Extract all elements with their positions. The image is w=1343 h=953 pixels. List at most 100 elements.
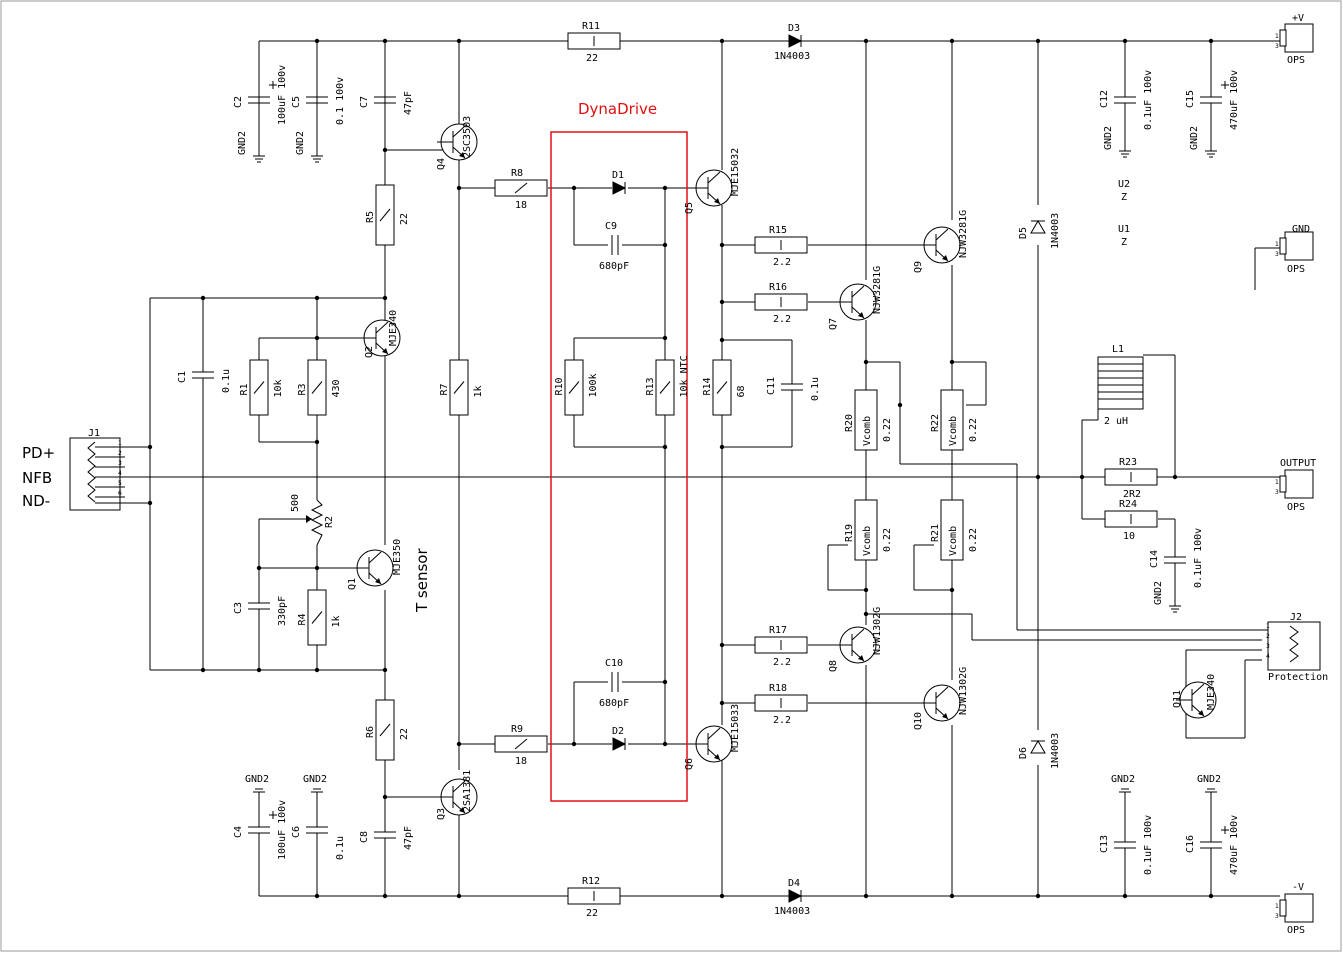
mv-ops: OPS <box>1287 925 1305 936</box>
connector-mv: 13 -V OPS <box>1255 882 1314 936</box>
ref-r6: R6 <box>365 726 376 738</box>
ref-d4: D4 <box>788 878 800 889</box>
ref-q1: Q1 <box>347 578 358 590</box>
extra-r20: Vcomb <box>862 416 873 446</box>
value-c15: 470uF 100v <box>1229 70 1240 130</box>
ref-c7: C7 <box>359 96 370 108</box>
svg-text:3: 3 <box>1266 643 1270 650</box>
ref-r7: R7 <box>439 383 450 395</box>
value-r24: 10 <box>1123 531 1135 542</box>
value-c7: 47pF <box>403 91 414 115</box>
value-r14: 68 <box>736 385 747 397</box>
junction-dots <box>147 38 1214 899</box>
value-c10: 680pF <box>599 698 629 709</box>
value-r1: 10k <box>273 379 284 397</box>
ref-r19: R19 <box>844 524 855 542</box>
gnd-c4: GND2 <box>245 774 269 785</box>
ref-q7: Q7 <box>828 318 839 330</box>
value-r8: 18 <box>515 200 527 211</box>
output-label: OUTPUT <box>1280 458 1316 469</box>
ref-d1: D1 <box>612 170 624 181</box>
value-q11: MJE340 <box>1206 674 1217 710</box>
value-r21: 0.22 <box>968 528 979 552</box>
gnd-c16: GND2 <box>1197 774 1221 785</box>
component-d2: D2 <box>612 726 627 751</box>
value-c6: 0.1u <box>335 836 346 860</box>
component-d1: D1 <box>612 170 627 195</box>
ref-r5: R5 <box>365 211 376 223</box>
value-r13: 10k NTC <box>679 355 690 397</box>
value-d5: 1N4003 <box>1050 213 1061 249</box>
ref-r24: R24 <box>1119 499 1137 510</box>
ref-q3: Q3 <box>436 808 447 820</box>
value-c13: 0.1uF 100v <box>1143 815 1154 875</box>
ref-r3: R3 <box>297 383 308 395</box>
ref-r2: R2 <box>324 516 335 528</box>
value-q2: MJE340 <box>388 310 399 346</box>
value-q9: NJW3281G <box>958 210 969 258</box>
ref-r1: R1 <box>239 383 250 395</box>
value-d3: 1N4003 <box>774 51 810 62</box>
u1-z: Z <box>1121 237 1127 248</box>
ref-r12: R12 <box>582 876 600 887</box>
ref-r23: R23 <box>1119 457 1137 468</box>
value-r7: 1k <box>473 385 484 397</box>
gnd-c2: GND2 <box>237 131 248 155</box>
ref-r21: R21 <box>930 524 941 542</box>
extra-r21: Vcomb <box>948 526 959 556</box>
value-r10: 100k <box>588 373 599 397</box>
ref-c4: C4 <box>233 826 244 838</box>
ref-q2: Q2 <box>364 346 375 358</box>
ref-c5: C5 <box>291 96 302 108</box>
svg-text:4: 4 <box>118 470 122 477</box>
svg-text:4: 4 <box>1266 653 1270 660</box>
connector-j2: 12 34 J2 Protection <box>1262 612 1328 683</box>
svg-text:6: 6 <box>118 490 122 497</box>
value-r23: 2R2 <box>1123 489 1141 500</box>
j2-ref: J2 <box>1290 612 1302 623</box>
gnd-c15: GND2 <box>1189 126 1200 150</box>
value-c16: 470uF 100v <box>1229 815 1240 875</box>
ref-c9: C9 <box>605 221 617 232</box>
gnd-label: GND <box>1292 224 1310 235</box>
ref-r13: R13 <box>645 377 656 395</box>
u2-z: Z <box>1121 192 1127 203</box>
value-r17: 2.2 <box>773 657 791 668</box>
value-r19: 0.22 <box>882 528 893 552</box>
value-q4: 2SC3503 <box>462 116 473 158</box>
ref-r4: R4 <box>297 613 308 625</box>
ref-c16: C16 <box>1185 835 1196 853</box>
ref-c13: C13 <box>1099 835 1110 853</box>
value-r3: 430 <box>331 379 342 397</box>
ref-q10: Q10 <box>913 712 924 730</box>
ref-r15: R15 <box>769 225 787 236</box>
ref-c11: C11 <box>766 377 777 395</box>
gnd-c13: GND2 <box>1111 774 1135 785</box>
extra-r19: Vcomb <box>862 526 873 556</box>
gnd-c5: GND2 <box>295 131 306 155</box>
gnd-c14: GND2 <box>1153 581 1164 605</box>
svg-text:1: 1 <box>118 440 122 447</box>
ref-q9: Q9 <box>913 261 924 273</box>
dynadrive-title: DynaDrive <box>578 100 657 118</box>
label-pd-plus: PD+ <box>22 444 55 462</box>
